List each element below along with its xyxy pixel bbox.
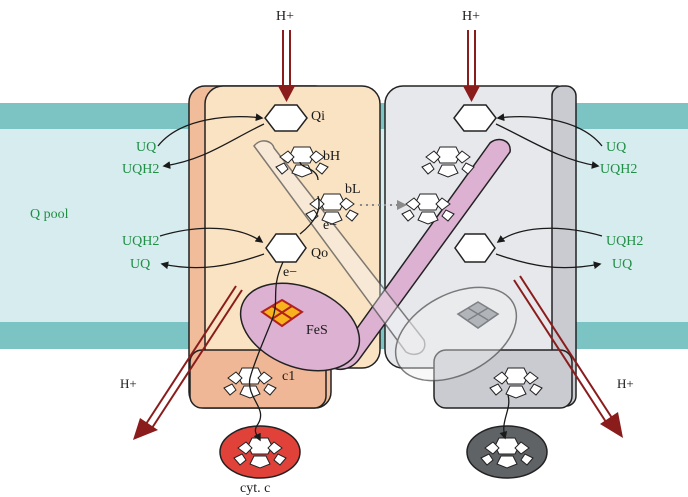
qi-label: Qi: [311, 109, 325, 124]
cyt-c-left: [219, 425, 301, 479]
bh-label: bH: [323, 149, 340, 164]
q-cycle-arrows: [157, 113, 603, 270]
proton-label-top-right: H+: [462, 9, 480, 24]
qo-label: Qo: [311, 246, 328, 261]
qi-site-left: [264, 104, 308, 132]
uqh2-label-left-bottom: UQH2: [122, 234, 159, 249]
uq-label-left-bottom: UQ: [130, 257, 150, 272]
uqh2-label-right-top: UQH2: [600, 162, 637, 177]
uqh2-label-left-top: UQH2: [122, 162, 159, 177]
cyt-c-label: cyt. c: [240, 481, 270, 496]
qi-site-right: [453, 104, 497, 132]
proton-label-bottom-left: H+: [120, 376, 137, 391]
cyt-c-right: [466, 425, 548, 479]
proton-arrows: [133, 30, 623, 440]
uq-label-left-top: UQ: [136, 140, 156, 155]
fes-cluster-right: [456, 301, 500, 329]
c1-label: c1: [282, 369, 295, 384]
uqh2-label-right-bottom: UQH2: [606, 234, 643, 249]
bl-label: bL: [345, 182, 361, 197]
iron-sulfur-protein-right: [253, 140, 518, 382]
iron-sulfur-protein-left: [239, 138, 511, 372]
proton-label-bottom-right: H+: [617, 376, 634, 391]
q-pool-label: Q pool: [30, 207, 69, 222]
electron-paths: [248, 161, 510, 442]
fes-label: FeS: [306, 323, 328, 338]
e-label-upper: e−: [323, 218, 337, 233]
qo-site-right: [454, 233, 496, 263]
proton-label-top-left: H+: [276, 9, 294, 24]
fes-cluster-left: [260, 298, 304, 328]
uq-label-right-top: UQ: [606, 140, 626, 155]
qo-site-left: [265, 233, 307, 263]
uq-label-right-bottom: UQ: [612, 257, 632, 272]
e-label-lower: e−: [283, 265, 297, 280]
